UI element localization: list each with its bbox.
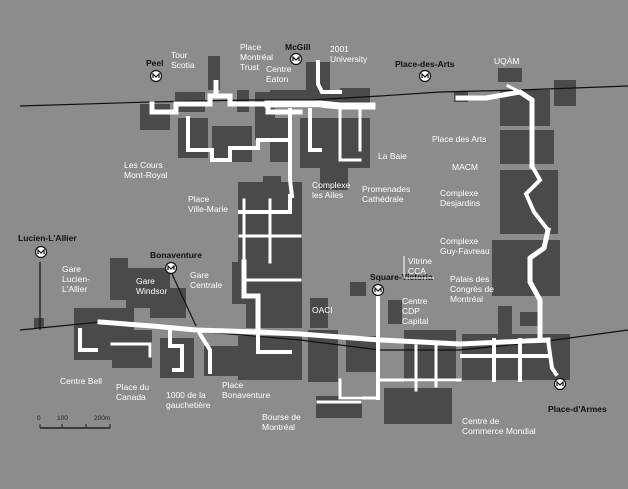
tunnel	[288, 108, 295, 199]
place-label: La Baie	[378, 151, 407, 161]
tunnel	[149, 80, 303, 115]
metro-icon	[149, 69, 163, 83]
tunnel	[78, 328, 98, 352]
building	[34, 318, 44, 328]
tunnel	[545, 337, 559, 377]
building	[520, 312, 542, 326]
building	[246, 300, 302, 328]
building	[110, 258, 128, 300]
building	[404, 330, 456, 382]
building	[150, 288, 186, 318]
tunnel	[168, 328, 184, 372]
tunnels	[78, 60, 559, 404]
tunnel	[110, 342, 152, 358]
building	[554, 80, 576, 106]
station-label: McGill	[285, 42, 311, 52]
building	[140, 104, 170, 130]
station-label: Place-d'Armes	[548, 404, 607, 414]
building	[388, 300, 402, 324]
tunnel	[264, 100, 376, 110]
building	[263, 176, 281, 188]
tunnel	[256, 330, 292, 354]
tunnel	[97, 319, 261, 335]
metro-icon	[418, 69, 432, 83]
station-label: Peel	[146, 58, 164, 68]
building	[310, 298, 328, 328]
tunnel	[505, 83, 523, 95]
tunnel	[238, 194, 292, 214]
metro-icon	[371, 283, 385, 297]
scale-bar: 0 100 200m	[37, 415, 111, 429]
station-label: Lucien-L'Allier	[18, 233, 77, 243]
tunnel	[197, 331, 212, 374]
building	[350, 282, 366, 296]
building	[326, 398, 356, 414]
metro-icon	[289, 52, 303, 66]
building	[498, 68, 522, 82]
station-pointer	[171, 273, 197, 327]
tunnel	[523, 163, 551, 233]
place-label: Centre Bell	[60, 376, 102, 386]
metro-icon	[164, 261, 178, 275]
building	[238, 336, 302, 380]
scale-tick-label: 100	[57, 415, 68, 422]
building	[237, 90, 249, 112]
scale-tick-label: 0	[37, 415, 41, 422]
place-label: OACI	[312, 305, 333, 315]
building	[384, 388, 452, 424]
building	[500, 130, 554, 164]
place-label: Place des Arts	[432, 134, 486, 144]
metro-icon	[34, 245, 48, 259]
station-label: Square-Victoria	[370, 272, 433, 282]
metro-icon	[553, 377, 567, 391]
tunnel	[338, 108, 362, 162]
tunnel	[316, 60, 342, 94]
scale-tick-label: 200m	[94, 415, 110, 422]
building	[492, 240, 560, 296]
building	[320, 168, 348, 190]
tunnel	[527, 227, 551, 343]
station-label: Place-des-Arts	[395, 59, 455, 69]
metro-stations: Peel McGill Place-des-Arts Lucien-L'Alli…	[18, 42, 607, 414]
place-label: UQÀM	[494, 56, 520, 66]
building	[498, 306, 512, 334]
green-line	[19, 85, 628, 107]
station-label: Bonaventure	[150, 250, 202, 260]
building	[112, 330, 152, 368]
tunnel	[308, 108, 322, 152]
tunnel	[338, 378, 380, 400]
place-label: MACM	[452, 162, 478, 172]
tunnel	[186, 116, 292, 162]
